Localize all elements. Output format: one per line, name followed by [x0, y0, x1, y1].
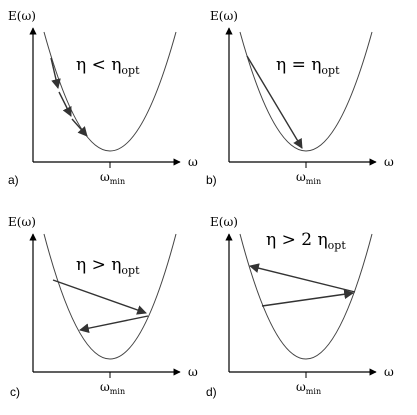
wmin-label: ωmin: [100, 380, 125, 396]
x-axis-label: ω: [384, 365, 394, 379]
panel-label: b): [206, 173, 217, 187]
y-axis-label: E(ω): [8, 215, 36, 229]
error-curve: [239, 233, 373, 360]
wmin-label: ωmin: [296, 170, 321, 186]
error-curve: [43, 233, 177, 360]
step-arrow-1: [52, 279, 147, 315]
x-axis-label: ω: [384, 155, 394, 169]
x-axis-label: ω: [188, 155, 198, 169]
panel-label: c): [10, 385, 20, 399]
panel-label: d): [206, 385, 217, 399]
condition-label: η = ηopt: [276, 55, 340, 77]
condition-label: η < ηopt: [76, 55, 140, 77]
error-curve: [43, 31, 177, 152]
panel-a: E(ω) ω a) ωmin η < ηopt: [8, 9, 198, 187]
panel-d: E(ω) ω d) ωmin η > 2 ηopt: [206, 215, 394, 399]
x-axis-label: ω: [188, 365, 198, 379]
step-arrow-1: [261, 289, 354, 307]
panel-c: E(ω) ω c) ωmin η > ηopt: [8, 215, 198, 399]
panel-b: E(ω) ω b) ωmin η = ηopt: [206, 9, 394, 187]
y-axis-label: E(ω): [210, 215, 238, 229]
y-axis-label: E(ω): [210, 9, 238, 23]
panel-label: a): [8, 173, 19, 187]
y-axis-label: E(ω): [8, 9, 36, 23]
condition-label: η > 2 ηopt: [266, 230, 346, 252]
step-arrow-2: [249, 263, 356, 293]
step-arrow-2: [58, 91, 72, 117]
step-arrow-2: [79, 315, 149, 334]
step-arrow-3: [71, 118, 88, 137]
wmin-label: ωmin: [296, 380, 321, 396]
step-arrow-1: [50, 57, 61, 89]
step-arrow-1: [246, 55, 303, 149]
wmin-label: ωmin: [100, 170, 125, 186]
condition-label: η > ηopt: [76, 255, 140, 277]
error-curve: [239, 31, 373, 152]
